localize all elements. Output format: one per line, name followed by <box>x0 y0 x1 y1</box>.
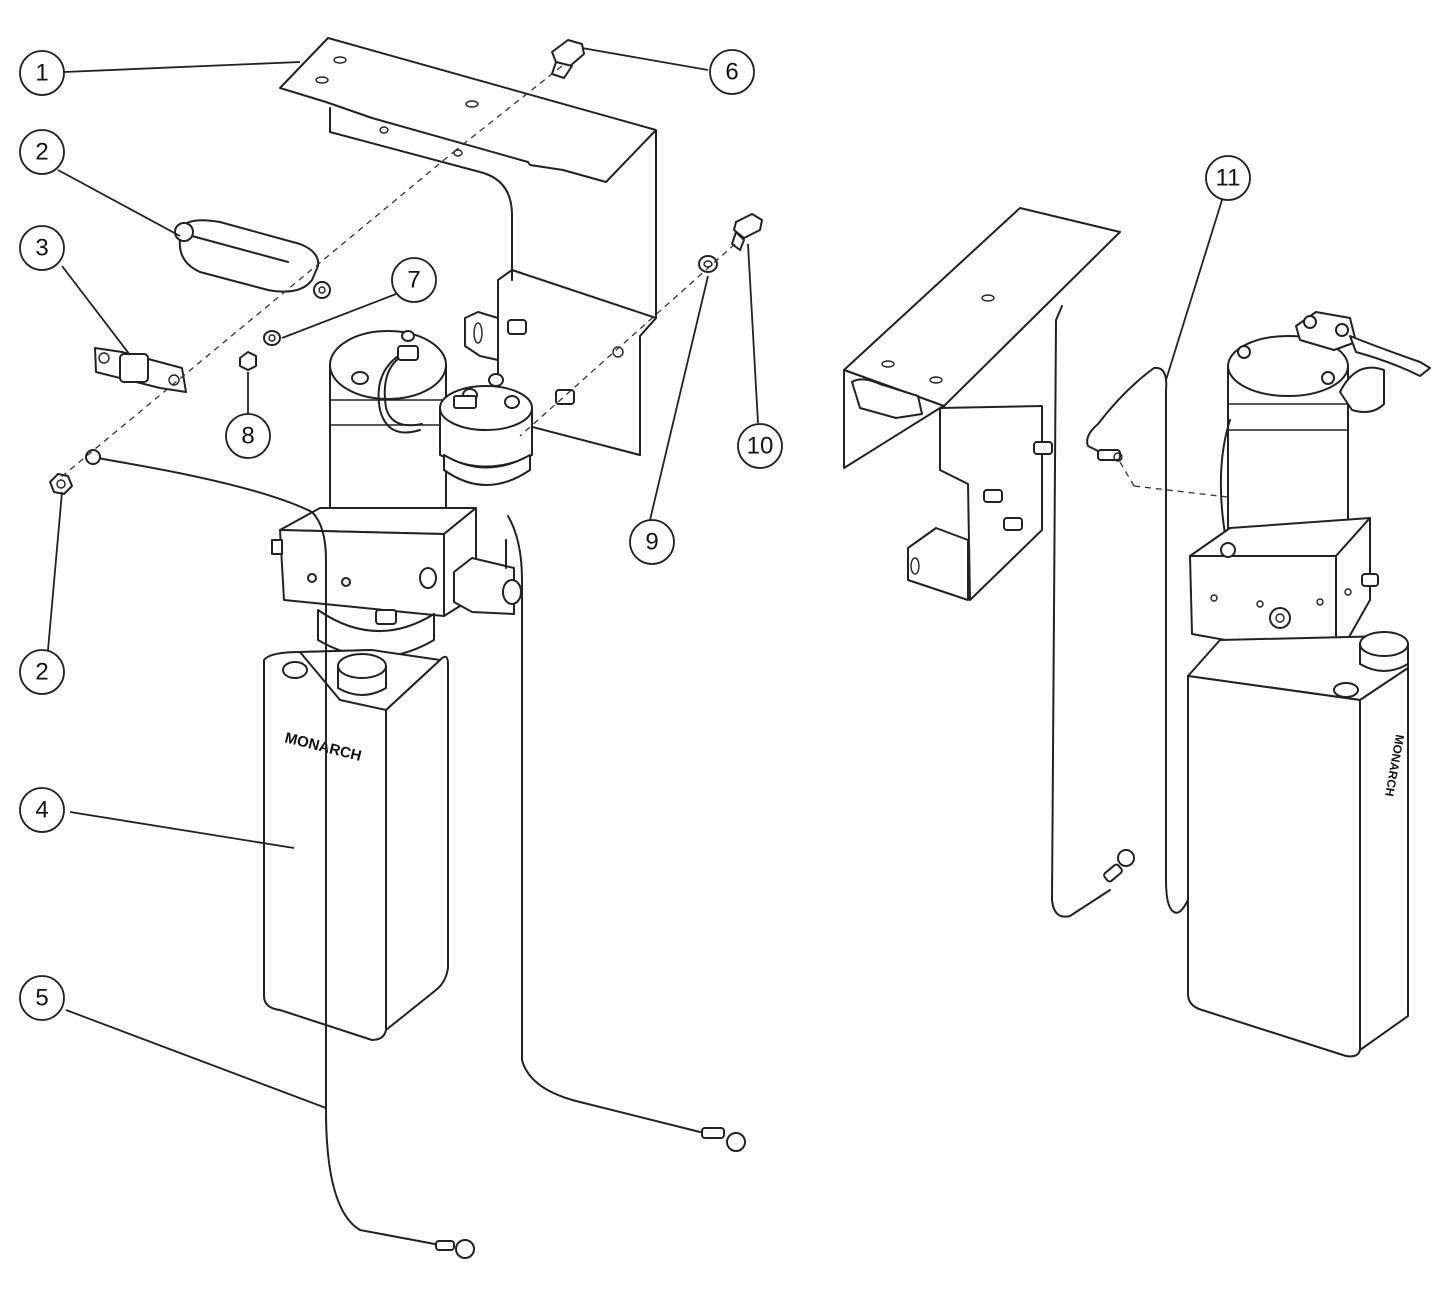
callout-5-label: 5 <box>35 985 48 1012</box>
callout-11-label: 11 <box>1216 165 1241 192</box>
callout-10: 10 <box>737 423 783 469</box>
callout-7: 7 <box>391 257 437 303</box>
callout-2-label: 2 <box>35 139 48 166</box>
solenoid <box>439 373 533 486</box>
right-assembly: MONARCH <box>843 207 1431 1058</box>
hardware <box>49 39 763 495</box>
callout-8-label: 8 <box>241 423 254 450</box>
bolt-10 <box>733 213 763 239</box>
left-cables <box>85 449 746 1259</box>
right-pump-motor <box>1219 311 1431 555</box>
ring-terminal-right <box>1117 849 1135 867</box>
right-reservoir-tank: MONARCH <box>1187 631 1409 1058</box>
callout-9-label: 9 <box>645 529 658 556</box>
callout-2-lower: 2 <box>19 649 65 695</box>
washer-7 <box>263 330 281 346</box>
right-manifold <box>1189 517 1379 661</box>
washer-9 <box>698 255 718 273</box>
callout-3-label: 3 <box>35 235 48 262</box>
callout-1-label: 1 <box>35 60 48 87</box>
assembly-guides <box>59 65 736 479</box>
right-bracket <box>843 207 1135 918</box>
terminal-cover <box>174 219 331 299</box>
callout-4-label: 4 <box>35 797 48 824</box>
callout-2: 2 <box>19 129 65 175</box>
callouts: 1 2 3 4 5 6 7 8 <box>19 47 1251 1109</box>
ring-terminal-5 <box>455 1239 475 1259</box>
callout-7-label: 7 <box>407 267 420 294</box>
callout-4: 4 <box>19 787 65 833</box>
callout-11: 11 <box>1205 155 1251 201</box>
nut-8 <box>239 351 257 371</box>
callout-5: 5 <box>19 975 65 1021</box>
callout-1: 1 <box>19 50 65 96</box>
callout-2-lower-label: 2 <box>35 659 48 686</box>
manifold-block <box>271 507 522 658</box>
callout-10-label: 10 <box>747 433 774 460</box>
ring-terminal-top <box>85 449 101 465</box>
callout-9: 9 <box>629 519 675 565</box>
callout-6-label: 6 <box>725 59 738 86</box>
ring-terminal-10 <box>726 1132 746 1152</box>
callout-6: 6 <box>709 49 755 95</box>
mounting-bracket <box>279 37 657 456</box>
fuse-link <box>94 347 187 393</box>
left-assembly: MONARCH <box>49 37 763 1259</box>
callout-8: 8 <box>225 413 271 459</box>
reservoir-tank: MONARCH <box>263 649 449 1041</box>
callout-3: 3 <box>19 225 65 271</box>
right-cable-11 <box>1086 366 1237 914</box>
nut-left <box>49 473 73 495</box>
